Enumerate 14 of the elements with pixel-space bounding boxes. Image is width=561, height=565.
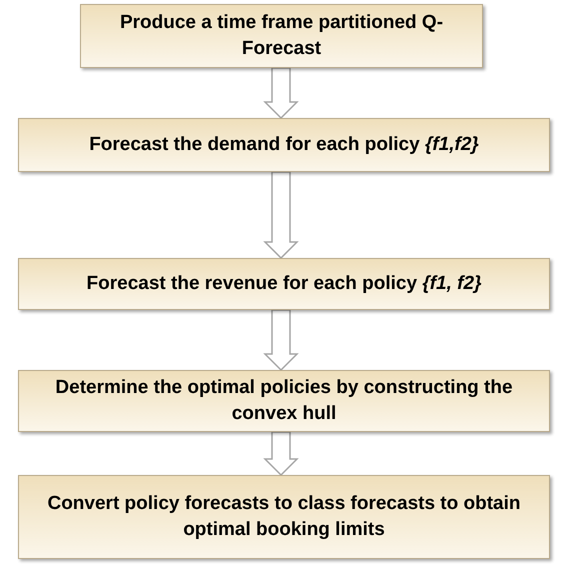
step-text: Forecast the demand for each policy {f1,f2} (89, 133, 479, 157)
block-arrow (263, 309, 299, 372)
block-arrow (263, 171, 299, 260)
step-text: Determine the optimal policies by constructing the convex hull (54, 376, 514, 426)
step-text: Produce a time frame partitioned Q-Forecast (118, 11, 444, 61)
process-box (18, 118, 550, 172)
step-text: Forecast the revenue for each policy {f1, f2} (86, 272, 482, 296)
block-arrow (263, 67, 299, 120)
block-arrow (263, 431, 299, 476)
process-box (80, 4, 483, 68)
process-box (18, 370, 550, 432)
step-text: Convert policy forecasts to class forecasts to obtain optimal booking limits (46, 492, 522, 542)
process-box (18, 475, 550, 559)
process-box (18, 258, 550, 310)
